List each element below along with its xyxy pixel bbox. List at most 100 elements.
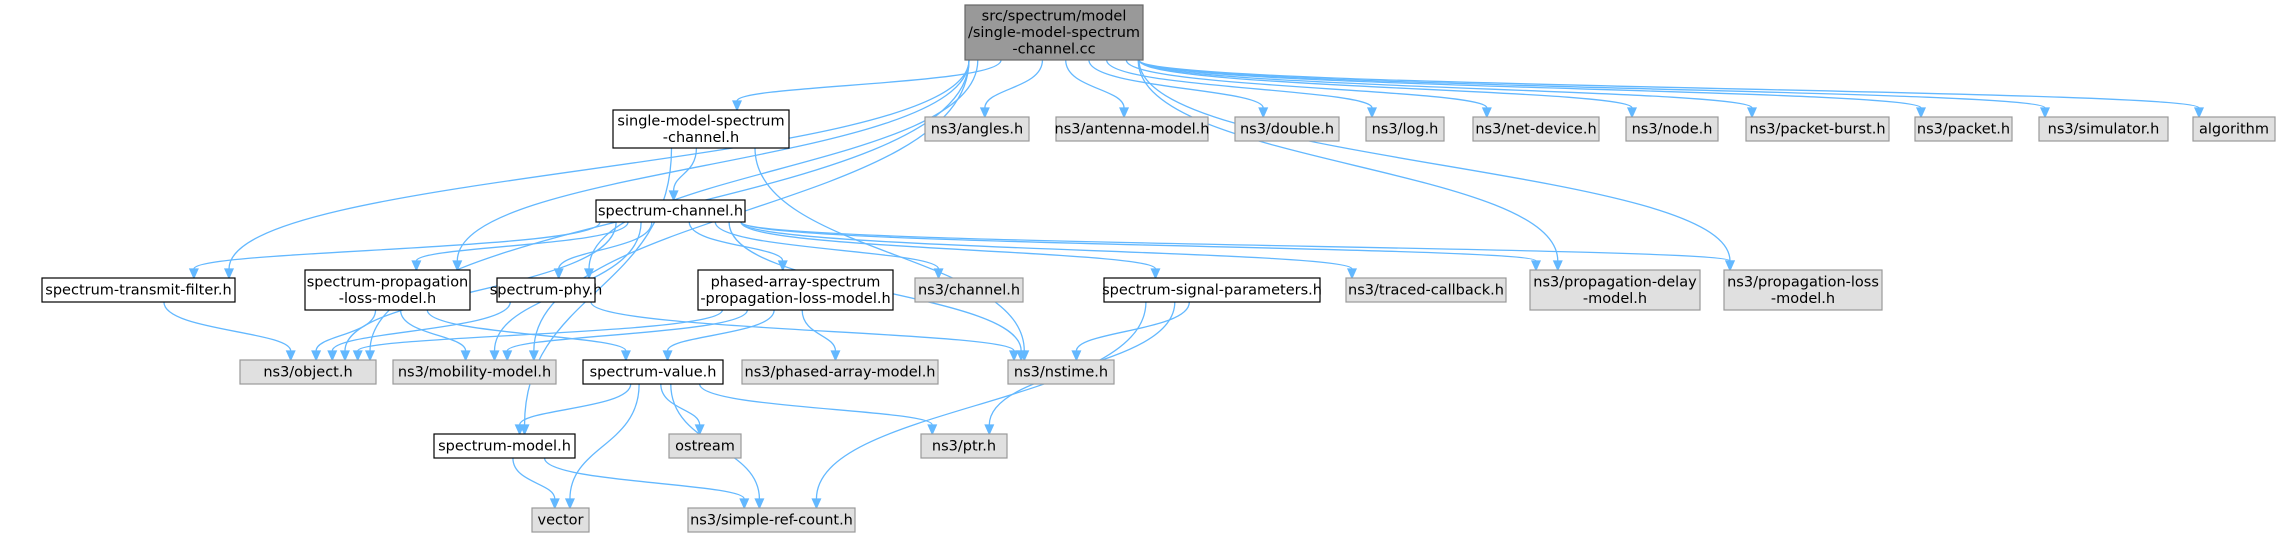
edge-spchan-to-ssp xyxy=(740,221,1161,280)
edge-smsc_h-to-spchan xyxy=(668,147,698,202)
edge-root-to-simulator xyxy=(1138,59,2051,119)
node-ssp[interactable]: spectrum-signal-parameters.h xyxy=(1102,277,1322,303)
node-packet: ns3/packet.h xyxy=(1914,116,2013,142)
node-label: ns3/double.h xyxy=(1240,122,1334,138)
node-label: /single-model-spectrum xyxy=(968,25,1140,41)
edge-root-to-pdelay xyxy=(1137,59,1563,272)
node-label: ns3/ptr.h xyxy=(932,439,996,455)
node-label: ns3/angles.h xyxy=(931,122,1023,138)
node-nstime: ns3/nstime.h xyxy=(1007,359,1115,385)
node-log: ns3/log.h xyxy=(1365,116,1445,142)
edge-root-to-sphy xyxy=(583,59,979,280)
edge-root-to-packet xyxy=(1138,59,1927,119)
edge-root-to-pburst xyxy=(1138,59,1758,119)
node-simulator: ns3/simulator.h xyxy=(2038,116,2169,142)
node-label: ns3/mobility-model.h xyxy=(398,365,551,381)
node-pdelay: ns3/propagation-delay-model.h xyxy=(1529,269,1701,311)
edge-spchan-to-stf xyxy=(188,221,601,280)
node-label: ns3/packet-burst.h xyxy=(1749,122,1885,138)
node-label: spectrum-phy.h xyxy=(490,283,603,299)
node-label: ns3/log.h xyxy=(1372,122,1439,138)
edge-root-to-smsc_h xyxy=(732,59,1002,112)
node-root: src/spectrum/model/single-model-spectrum… xyxy=(964,4,1144,61)
node-spmodel[interactable]: spectrum-model.h xyxy=(433,433,576,459)
node-label: -model.h xyxy=(1583,291,1647,307)
edge-spval-to-ostream xyxy=(660,383,705,436)
node-label: algorithm xyxy=(2199,122,2269,138)
edge-sphy-to-nstime xyxy=(590,301,1020,362)
edge-root-to-algorithm xyxy=(1138,59,2205,119)
edge-spmodel-to-simpleref xyxy=(543,457,750,510)
node-ptr: ns3/ptr.h xyxy=(920,433,1008,459)
node-label: spectrum-transmit-filter.h xyxy=(45,283,231,299)
node-label: phased-array-spectrum xyxy=(711,274,881,290)
node-channel: ns3/channel.h xyxy=(914,277,1024,303)
node-label: ns3/channel.h xyxy=(918,283,1020,299)
node-splm[interactable]: spectrum-propagation-loss-model.h xyxy=(304,269,471,311)
node-pasplm[interactable]: phased-array-spectrum-propagation-loss-m… xyxy=(697,269,894,311)
edge-root-to-stf xyxy=(223,59,970,280)
node-label: ns3/simple-ref-count.h xyxy=(690,513,853,529)
edge-stf-to-object xyxy=(163,301,296,362)
node-label: -loss-model.h xyxy=(339,291,436,307)
node-label: spectrum-channel.h xyxy=(598,204,743,220)
node-label: -channel.cc xyxy=(1012,42,1095,58)
node-label: ostream xyxy=(675,439,735,455)
edge-root-to-angles xyxy=(979,59,1044,119)
node-label: ns3/phased-array-model.h xyxy=(745,365,936,381)
edge-root-to-node xyxy=(1138,59,1638,119)
node-vector: vector xyxy=(531,507,590,533)
node-label: ns3/net-device.h xyxy=(1475,122,1596,138)
node-label: src/spectrum/model xyxy=(982,9,1127,25)
node-spchan[interactable]: spectrum-channel.h xyxy=(595,199,746,223)
node-label: ns3/traced-callback.h xyxy=(1348,283,1504,299)
edge-spchan-to-traced xyxy=(740,221,1358,280)
node-label: spectrum-value.h xyxy=(590,365,717,381)
node-ostream: ostream xyxy=(668,433,742,459)
node-stf[interactable]: spectrum-transmit-filter.h xyxy=(41,277,236,303)
edge-spchan-to-object xyxy=(339,221,617,362)
node-label: spectrum-propagation xyxy=(307,274,469,290)
node-label: ns3/packet.h xyxy=(1917,122,2010,138)
node-label: vector xyxy=(538,513,584,529)
edge-root-to-antenna xyxy=(1065,59,1130,119)
node-label: ns3/propagation-loss xyxy=(1727,274,1879,290)
edge-pasplm-to-object xyxy=(352,309,724,362)
node-label: spectrum-signal-parameters.h xyxy=(1102,283,1322,299)
node-netdev: ns3/net-device.h xyxy=(1472,116,1600,142)
node-object: ns3/object.h xyxy=(239,359,377,385)
edge-root-to-double xyxy=(1088,59,1269,119)
node-pam: ns3/phased-array-model.h xyxy=(741,359,939,385)
edge-spchan-to-channel xyxy=(714,221,944,280)
edge-smsc_h-to-nstime xyxy=(754,147,1030,362)
edge-pasplm-to-mobility xyxy=(502,309,748,362)
node-antenna: ns3/antenna-model.h xyxy=(1055,116,1210,142)
edge-pasplm-to-pam xyxy=(801,309,841,362)
node-label: ns3/propagation-delay xyxy=(1533,274,1697,290)
edge-spchan-to-ploss xyxy=(740,221,1736,272)
node-simpleref: ns3/simple-ref-count.h xyxy=(687,507,856,533)
edge-splm-to-object xyxy=(311,309,377,362)
edge-spchan-to-splm xyxy=(411,221,629,272)
node-label: ns3/antenna-model.h xyxy=(1055,122,1210,138)
edge-splm-to-spval xyxy=(426,309,631,362)
edge-spchan-to-pdelay xyxy=(740,221,1542,272)
node-spval[interactable]: spectrum-value.h xyxy=(582,359,724,385)
file-nodes: src/spectrum/model/single-model-spectrum… xyxy=(41,4,2276,533)
node-label: -propagation-loss-model.h xyxy=(700,291,890,307)
node-sphy[interactable]: spectrum-phy.h xyxy=(490,277,603,303)
edge-spmodel-to-vector xyxy=(512,457,560,510)
edge-spval-to-spmodel xyxy=(514,383,632,436)
node-label: -model.h xyxy=(1771,291,1835,307)
node-ploss: ns3/propagation-loss-model.h xyxy=(1723,269,1883,311)
node-label: ns3/node.h xyxy=(1632,122,1713,138)
node-node: ns3/node.h xyxy=(1625,116,1719,142)
node-label: single-model-spectrum xyxy=(617,113,784,129)
node-label: ns3/object.h xyxy=(263,365,352,381)
edge-root-to-log xyxy=(1106,59,1378,119)
node-label: spectrum-model.h xyxy=(438,439,571,455)
dependency-edges xyxy=(163,59,2205,510)
node-smsc_h[interactable]: single-model-spectrum-channel.h xyxy=(612,109,790,149)
node-label: ns3/simulator.h xyxy=(2048,122,2160,138)
